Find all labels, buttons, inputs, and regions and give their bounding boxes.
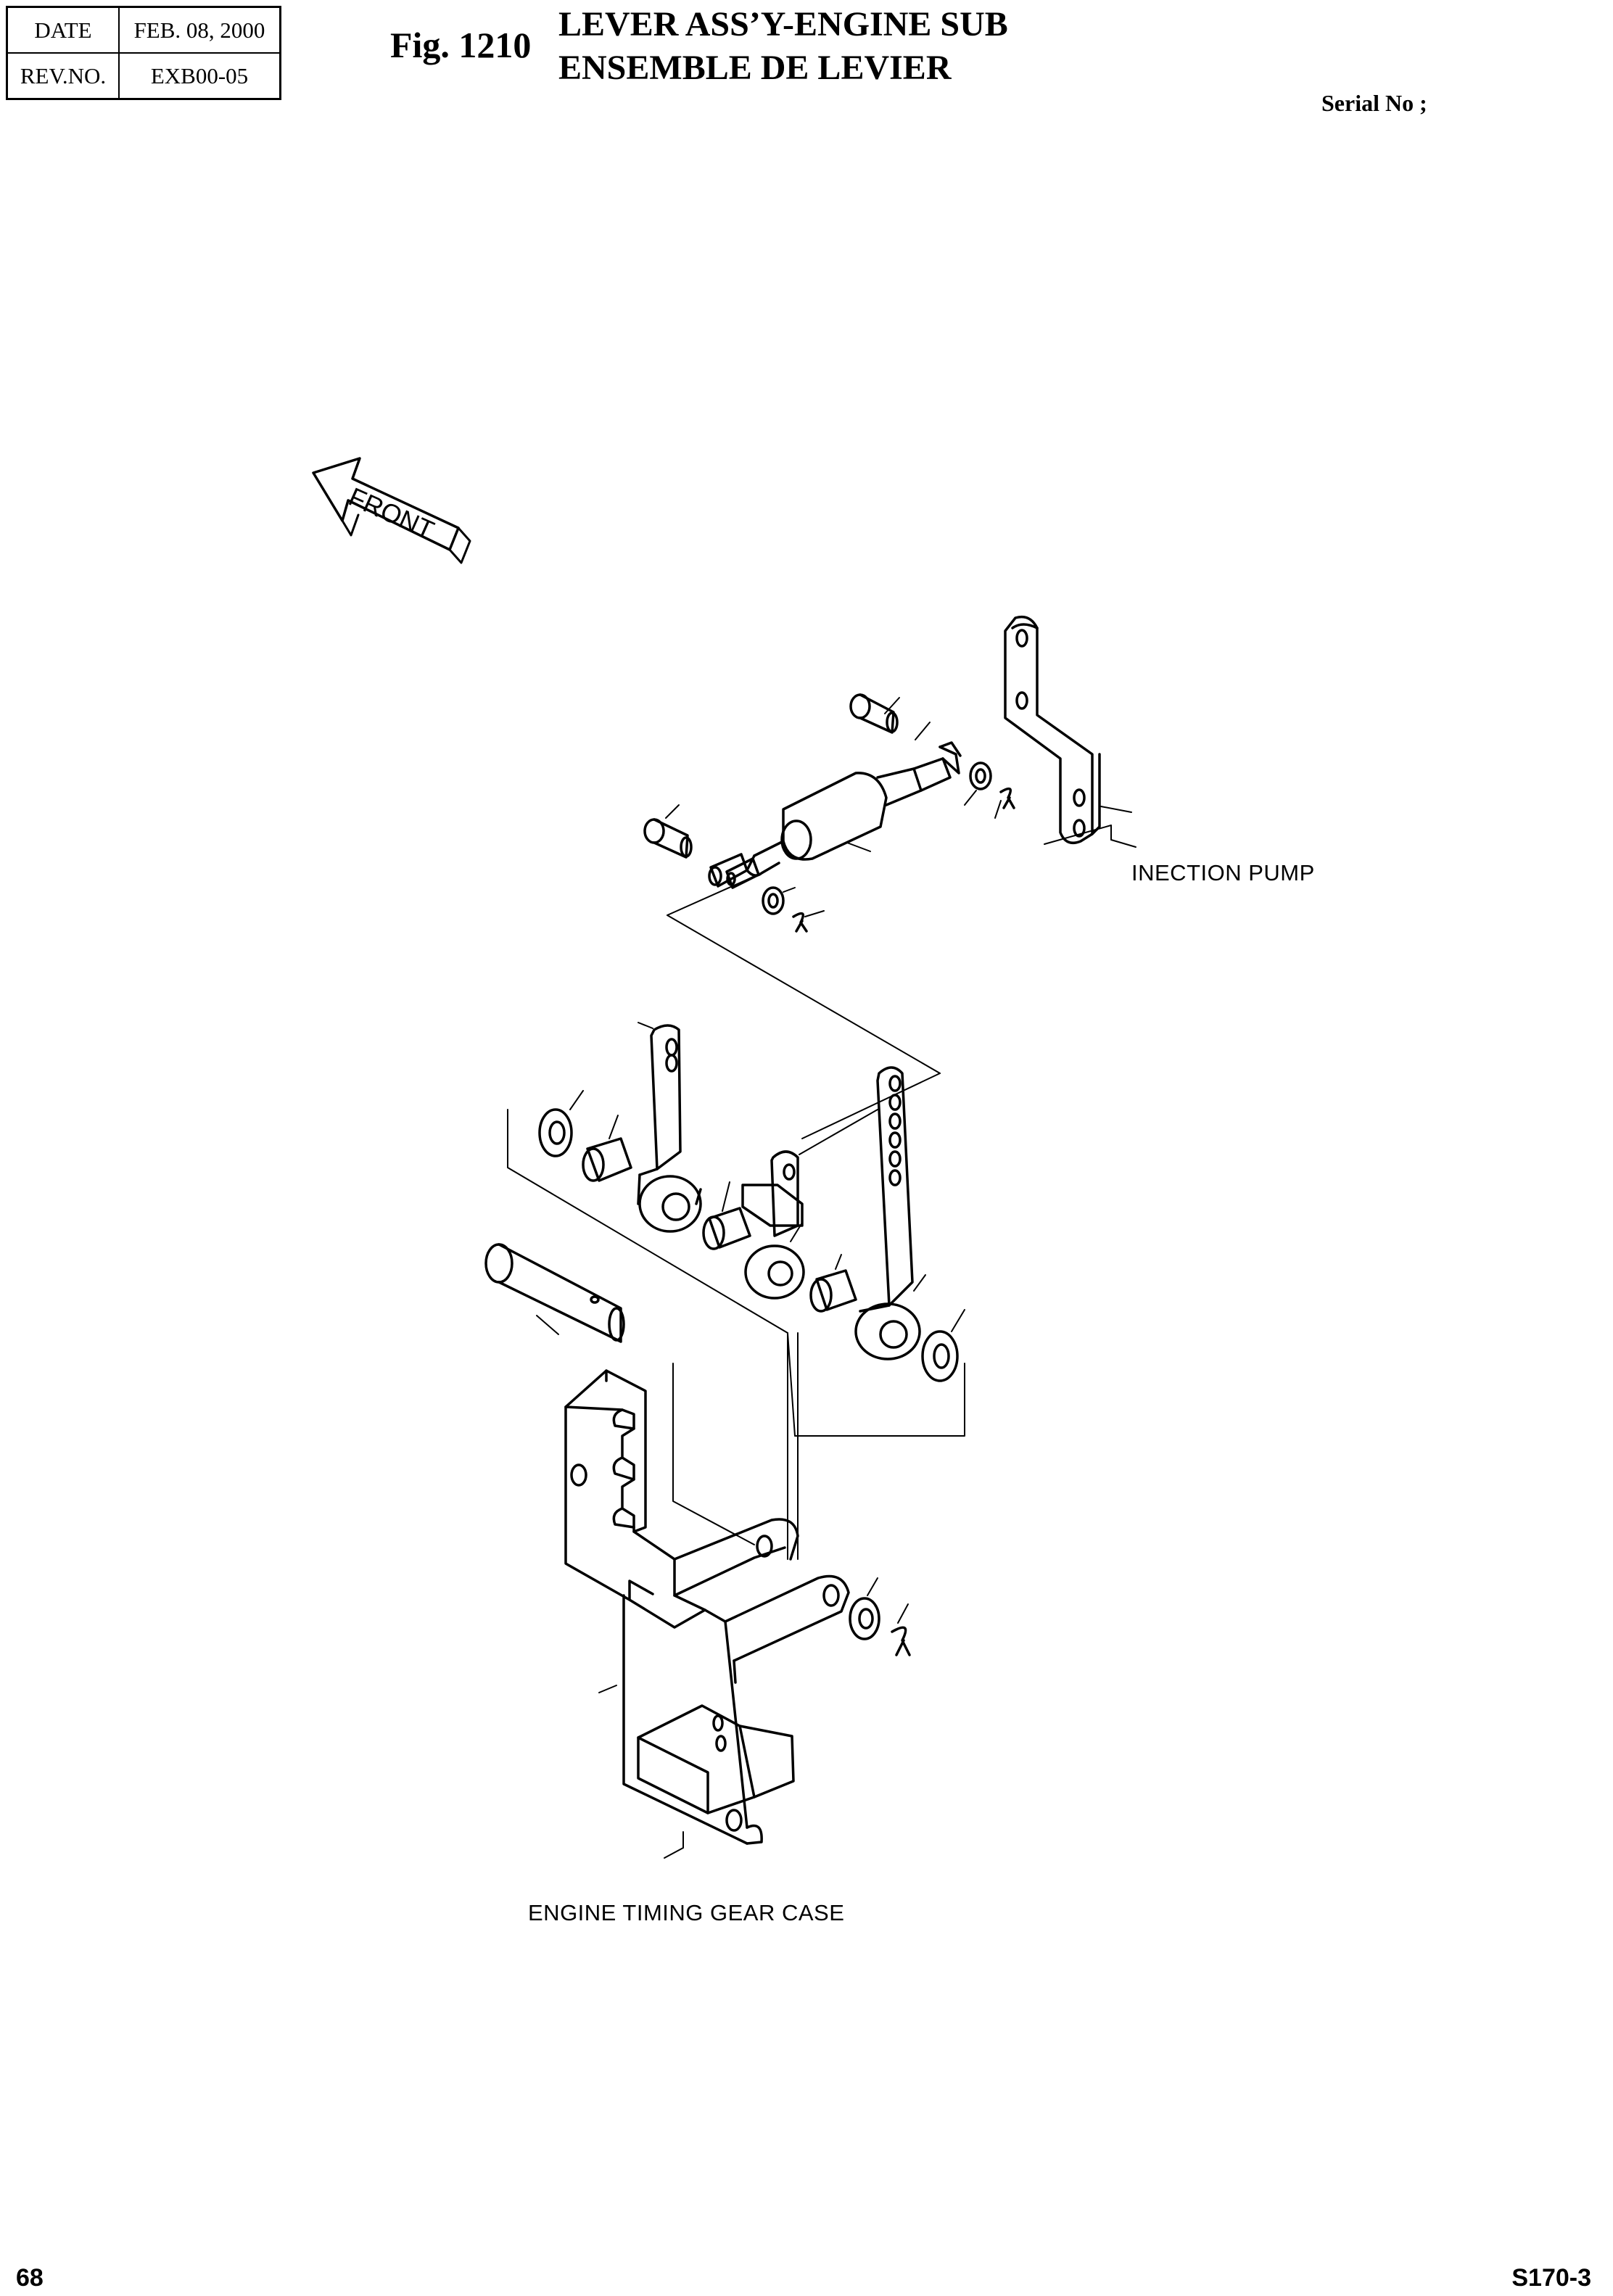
serial-number-label: Serial No ;: [1321, 90, 1427, 116]
lever-long: [854, 1066, 921, 1360]
bushing-3: [809, 1269, 857, 1313]
injection-pump-bracket: [1004, 615, 1101, 844]
front-arrow: FRONT: [312, 457, 471, 564]
cotter-clip-bottom: [891, 1626, 911, 1656]
lever-with-stop-block: [741, 1150, 805, 1300]
cotter-clip-upper: [999, 787, 1015, 809]
front-arrow-label: FRONT: [345, 482, 439, 545]
thrust-washer-right: [921, 1330, 959, 1382]
revision-info-table: DATE FEB. 08, 2000 REV.NO. EXB00-05: [6, 6, 281, 100]
model-number: S170-3: [1511, 2264, 1591, 2292]
date-label: DATE: [6, 6, 120, 54]
clevis-pin-upper: [849, 693, 899, 734]
lever-short: [637, 1024, 702, 1233]
injection-pump-label: INECTION PUMP: [1131, 860, 1315, 885]
leaders-middle: [536, 1022, 965, 1335]
page-number: 68: [16, 2264, 44, 2292]
clevis-pin-lower: [643, 818, 693, 859]
washer-upper: [969, 761, 992, 790]
bushing-2: [702, 1207, 751, 1250]
cotter-clip-lower: [792, 912, 808, 933]
title-english: LEVER ASS’Y-ENGINE SUB: [558, 5, 1008, 44]
leaders-top: [665, 697, 1002, 917]
washer-lower: [762, 886, 785, 915]
injection-pump-leaders: [1044, 806, 1136, 848]
gear-case-bracket: [564, 1369, 850, 1845]
title-french: ENSEMBLE DE LEVIER: [558, 49, 952, 87]
control-rod-assembly: [708, 741, 962, 889]
pivot-shaft: [484, 1243, 625, 1343]
washer-bottom: [849, 1597, 880, 1640]
rev-label: REV.NO.: [6, 52, 120, 100]
leaders-bottom: [598, 1577, 909, 1859]
engine-timing-gear-case-label: ENGINE TIMING GEAR CASE: [528, 1900, 845, 1925]
rev-value: EXB00-05: [118, 52, 281, 100]
bushing-1: [582, 1137, 632, 1182]
date-value: FEB. 08, 2000: [118, 6, 281, 54]
thrust-washer-left: [538, 1108, 573, 1157]
assembly-guide-lines: [507, 872, 965, 1560]
figure-number: Fig. 1210: [390, 25, 532, 65]
